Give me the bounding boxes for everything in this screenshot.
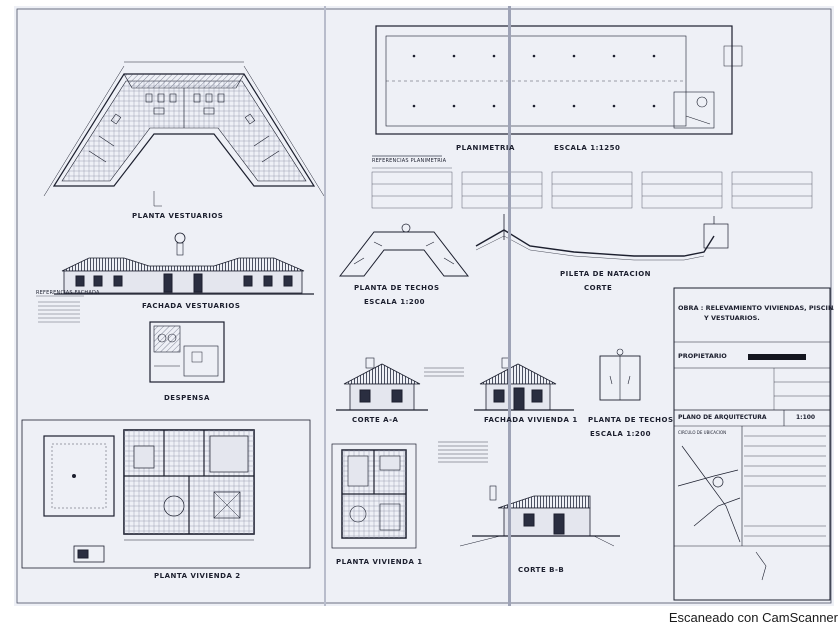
label-referencias-fachada: REFERENCIAS FACHADA: [36, 290, 100, 296]
planta-techos-2-drawing: [599, 348, 641, 401]
planta-vivienda-2-drawing: [21, 419, 311, 569]
title-block-propietario: PROPIETARIO: [678, 352, 727, 360]
planta-vivienda-1-drawing: [331, 441, 488, 549]
fachada-vivienda-1-drawing: [474, 357, 574, 411]
fachada-vestuarios-drawing: [54, 232, 314, 295]
label-planta-techos-2: PLANTA DE TECHOS: [588, 416, 674, 424]
pileta-corte-drawing: [475, 214, 729, 261]
label-despensa: DESPENSA: [164, 394, 210, 402]
paper-fold-center: [508, 6, 511, 606]
paper-fold-left: [324, 6, 326, 606]
title-block-circulo: CIRCULO DE UBICACION: [678, 430, 727, 435]
label-planta-vestuarios: PLANTA VESTUARIOS: [132, 212, 224, 220]
title-block-obra: OBRA : RELEVAMIENTO VIVIENDAS, PISCINA: [678, 304, 834, 312]
planta-techos-1-drawing: [338, 223, 470, 277]
referencias-fachada-table: [36, 295, 84, 323]
despensa-drawing: [149, 321, 225, 383]
corte-bb-drawing: [459, 485, 620, 547]
label-fachada-vivienda-1: FACHADA VIVIENDA 1: [484, 416, 578, 424]
planta-vestuarios-drawing: [43, 61, 325, 207]
label-fachada-vestuarios: FACHADA VESTUARIOS: [142, 302, 241, 310]
title-block-plano: PLANO DE ARQUITECTURA: [678, 414, 767, 421]
label-planta-vivienda-1: PLANTA VIVIENDA 1: [336, 558, 423, 566]
title-block-obra-2: Y VESTUARIOS.: [704, 314, 760, 322]
label-planimetria: PLANIMETRIA: [456, 144, 515, 152]
referencias-planimetria-tables: [371, 155, 813, 209]
label-corte-bb: CORTE B-B: [518, 566, 565, 574]
blueprint-sheet: PLANTA VESTUARIOS FACHADA VESTUARIOS DES…: [14, 6, 834, 606]
label-planta-vivienda-2: PLANTA VIVIENDA 2: [154, 572, 241, 580]
label-corte-aa: CORTE A-A: [352, 416, 399, 424]
blueprint-drawing: [16, 8, 832, 604]
corte-aa-drawing: [336, 357, 464, 411]
label-pileta-corte: CORTE: [584, 284, 613, 292]
label-escala-200-1: ESCALA 1:200: [364, 298, 425, 306]
label-referencias-planimetria: REFERENCIAS PLANIMETRIA: [372, 158, 447, 164]
label-planta-techos-1: PLANTA DE TECHOS: [354, 284, 440, 292]
title-block-frame: [673, 287, 831, 601]
label-escala-200-2: ESCALA 1:200: [590, 430, 651, 438]
camscanner-watermark: Escaneado con CamScanner: [638, 606, 840, 630]
label-pileta: PILETA DE NATACION: [560, 270, 652, 278]
title-block-escala: 1:100: [796, 414, 816, 421]
planimetria-drawing: [375, 25, 743, 135]
label-planimetria-escala: ESCALA 1:1250: [554, 144, 621, 152]
